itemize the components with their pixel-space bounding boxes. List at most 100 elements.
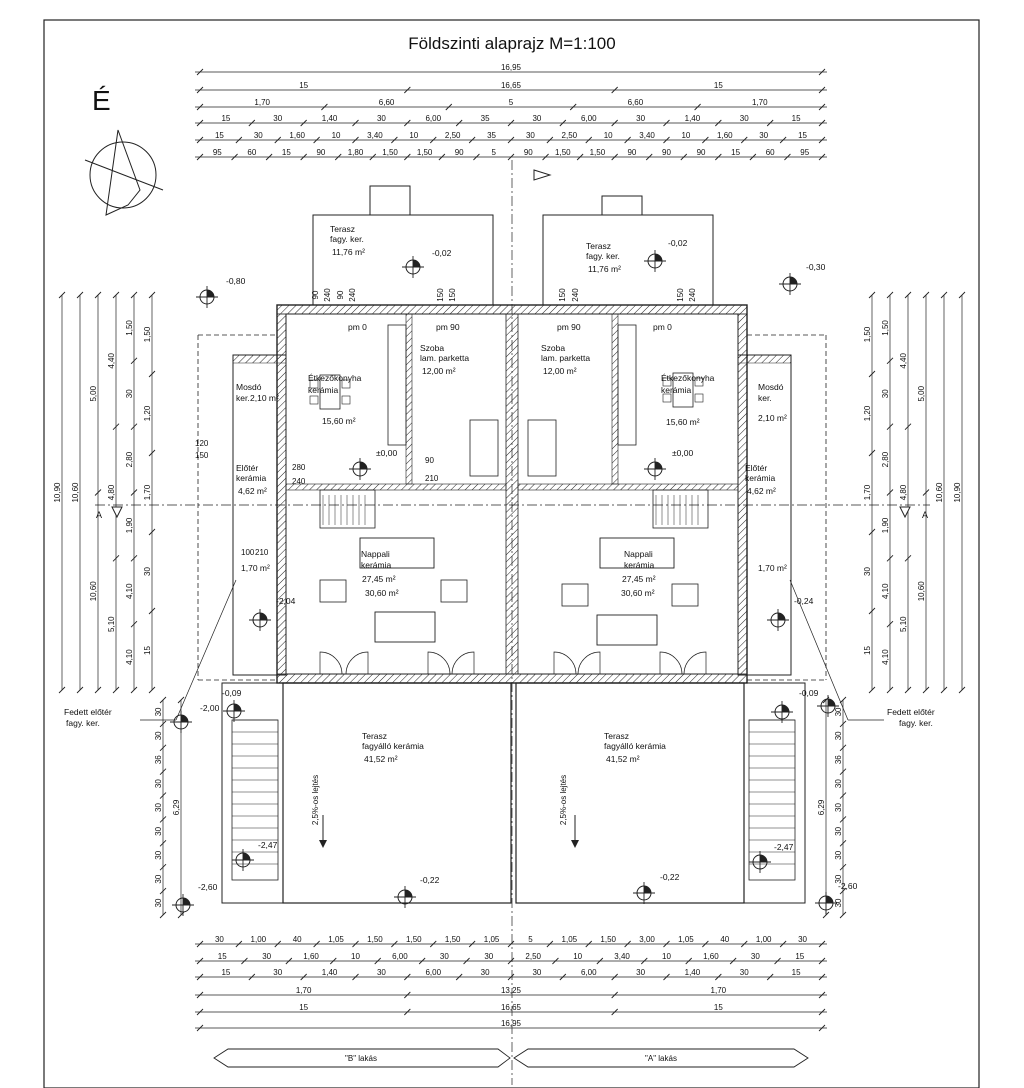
top-dim-6-tick [196,153,204,161]
inner-stair-left-box [319,489,376,529]
top-dim-6-tick [645,153,653,161]
left-dim-f-tick [148,449,156,457]
level-stair-right-top: -2,47 [774,842,794,852]
top-dim-5-label: 30 [526,131,535,140]
room-right-szoba-name: Szoba [541,343,565,353]
bottom-dim-1-tick [818,940,826,948]
level-outer-left: -0,80 [226,276,246,286]
room-right-nappali-finish: kerámia [624,560,655,570]
bottom-dim-6-tick [818,1024,826,1032]
left-dim-c-tick [94,489,102,496]
right-dim-e-label: 30 [881,389,890,398]
top-dim-5-tick [274,136,282,144]
bottom-dim-5-label: 15 [299,1003,308,1012]
top-dim-3-tick [445,103,453,111]
room-right-etkezo-area: 15,60 m² [666,417,700,427]
level-floor-right: ±0,00 [672,448,693,458]
top-dim-6-tick [680,153,688,161]
top-dim-4-label: 30 [273,114,282,123]
left-dim-e-tick [130,686,138,694]
left-dim-d-label: 4,80 [107,484,116,500]
left-dim-f-tick [148,528,156,536]
top-dim-3-tick [818,103,826,111]
door-left-1 [319,651,343,675]
left-dim-c-tick [94,291,102,299]
bottom-dim-2-label: 30 [440,952,449,961]
bottom-dim-1-tick [274,940,282,948]
axis-marker-top [533,169,552,181]
bottom-dim-1-label: 1,05 [562,935,578,944]
stair-dim-left-tick [159,696,167,704]
dining-table-left-chair [341,395,351,405]
opening-tag: 240 [292,477,306,486]
bottom-dim-1-label: 5 [528,935,533,944]
bottom-dim-2-tick [463,957,470,965]
room-left-szoba-finish: lam. parketta [420,353,469,363]
left-dim-e-tick [130,423,138,430]
top-dim-4-tick [196,119,204,127]
wardrobe-left [469,419,499,477]
top-dim-4-label: 30 [740,114,749,123]
top-dim-5-label: 3,40 [367,131,383,140]
right-dim-d-tick [904,686,912,694]
top-dim-5-label: 2,50 [562,131,578,140]
level-side-right: -0,24 [794,596,814,606]
bottom-dim-4-tick [404,991,411,999]
level-marker-big-right-fill [644,886,651,893]
stair-dim-left-label: 30 [154,779,163,788]
top-dim-5-label: 30 [254,131,263,140]
opening-tag: 150 [195,451,209,460]
stair-dim-right-total-label: 6,29 [817,799,826,815]
stair-dim-left-label: 30 [154,803,163,812]
bottom-dim-2-tick [241,957,248,965]
callout-left-line1: Fedett előtér [64,707,112,717]
top-dim-4-tick [404,119,411,127]
level-big-terrace-left: -0,22 [420,875,440,885]
left-dim-e-tick [130,489,138,496]
bottom-dim-5-tick [611,1008,618,1016]
room-right-nappali-name: Nappali [624,549,653,559]
room-right-nappali-area: 27,45 m² [622,574,656,584]
bottom-dim-1-tick [196,940,204,948]
top-dim-5-tick [352,136,359,144]
opening-tag: 90 [425,456,434,465]
right-dim-c-tick [922,291,930,299]
top-dim-5-label: 10 [332,131,341,140]
bottom-dim-2-tick [507,957,515,965]
right-dim-e-tick [886,423,894,430]
left-dim-f-tick [148,370,156,378]
bottom-dim-2-tick [418,957,426,965]
unit-tag-right [513,1048,809,1068]
dining-table-left [319,374,341,410]
right-dim-d-tick [904,423,912,430]
left-dim-e-label: 4,10 [125,649,134,665]
top-dim-4-tick [766,119,774,127]
bottom-dim-1-tick [507,940,515,948]
room-left-szoba-name: Szoba [420,343,444,353]
right-dim-e-tick [886,555,894,562]
room-left-etkezo-area: 15,60 m² [322,416,356,426]
top-dim-2-label: 16,65 [501,81,522,90]
level-marker-side-right-2-fill [782,705,789,712]
top-dim-6-label: 90 [524,148,533,157]
room-left-terasz-big-name: Terasz [362,731,387,741]
left-dim-f-label: 1,20 [143,405,152,421]
stair-right [748,719,796,881]
room-left-mosdo-area: 2,10 m² [250,393,279,403]
callout-right-line2: fagy. ker. [899,718,933,728]
partition-right [611,313,619,485]
top-dim-1-label: 16,95 [501,63,522,72]
partition-left-h [285,483,507,491]
armchair-left [440,579,468,603]
bottom-dim-1-tick [740,940,748,948]
top-dim-5-tick [740,136,748,144]
stair-dim-right-label: 30 [834,826,843,835]
top-dim-4-label: 1,40 [685,114,701,123]
steps-top-right [601,195,643,216]
left-dim-f-label: 30 [143,567,152,576]
room-right-terasz-big-area: 41,52 m² [606,754,640,764]
bottom-dim-1-label: 3,00 [639,935,655,944]
opening-tag: 120 [195,439,209,448]
bottom-dim-1-label: 1,50 [406,935,422,944]
pm-left-0: pm 0 [348,322,367,332]
